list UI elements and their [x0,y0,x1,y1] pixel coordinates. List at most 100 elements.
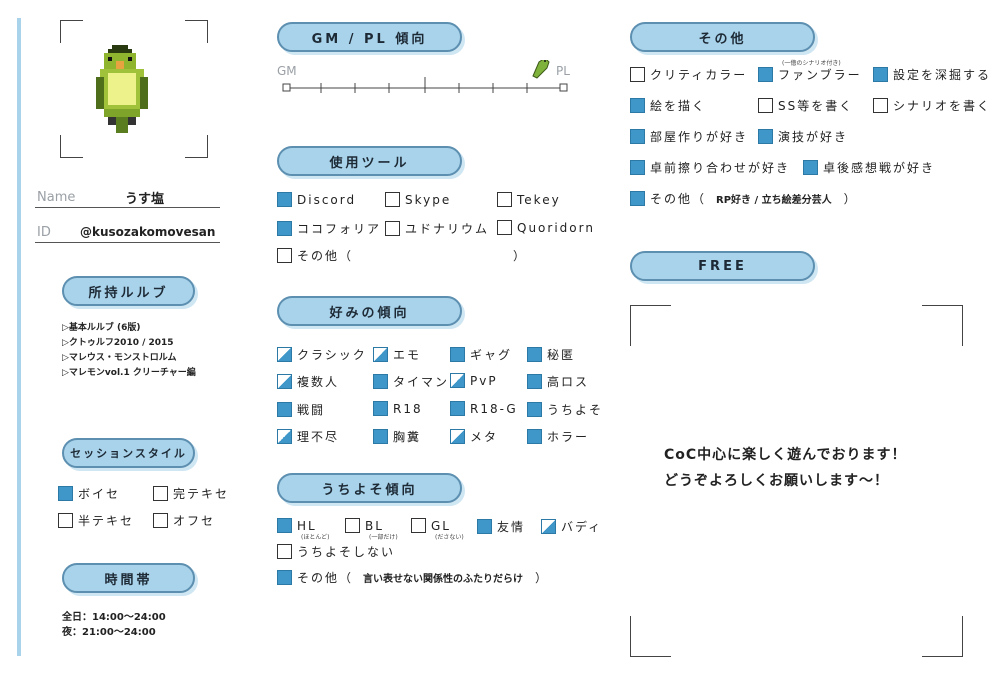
likes-item[interactable]: クラシック [277,346,367,363]
checkbox[interactable] [277,429,292,444]
frame-corner [60,135,83,158]
other-item[interactable]: 卓前擦り合わせが好き [630,159,790,176]
other-item[interactable]: ファンブラー(一億のシナリオ付き) [758,60,862,83]
likes-item[interactable]: 戦闘 [277,401,325,418]
checkbox[interactable] [527,347,542,362]
checkbox[interactable] [873,98,888,113]
likes-item[interactable]: 理不尽 [277,428,339,445]
likes-item[interactable]: ホラー [527,428,589,445]
checkbox[interactable] [541,519,556,534]
uchiyoso-item[interactable]: うちよそしない [277,543,395,560]
likes-item[interactable]: タイマン [373,373,449,390]
checkbox[interactable] [758,98,773,113]
tools-item[interactable]: ココフォリア [277,220,381,237]
checkbox[interactable] [153,513,168,528]
other-item[interactable]: クリティカラー [630,66,747,83]
checkbox[interactable] [630,191,645,206]
checkbox[interactable] [630,129,645,144]
checkbox[interactable] [497,192,512,207]
likes-item[interactable]: R18-G [450,401,518,416]
other-item[interactable]: 演技が好き [758,128,848,145]
uchiyoso-item-label: BL [365,518,384,533]
other-item[interactable]: SS等を書く [758,97,853,114]
checkbox[interactable] [58,513,73,528]
checkbox[interactable] [153,486,168,501]
tools-item[interactable]: Skype [385,192,451,207]
session-item[interactable]: 半テキセ [58,512,134,529]
checkbox[interactable] [277,347,292,362]
other-item[interactable]: その他（RP好き / 立ち絵差分芸人） [630,190,858,207]
other-item[interactable]: 部屋作りが好き [630,128,748,145]
likes-item[interactable]: 胸糞 [373,428,421,445]
other-item[interactable]: 設定を深掘する [873,66,991,83]
checkbox[interactable] [630,98,645,113]
likes-item[interactable]: 秘匿 [527,346,575,363]
uchiyoso-item[interactable]: HL(ほとんど) [277,518,330,541]
checkbox[interactable] [373,374,388,389]
likes-item-label: R18-G [470,401,518,416]
uchiyoso-item[interactable]: バディ [541,518,602,535]
checkbox[interactable] [411,518,426,533]
uchiyoso-item[interactable]: 友情 [477,518,525,535]
likes-item[interactable]: 高ロス [527,373,589,390]
other-item-label: 卓前擦り合わせが好き [650,161,791,175]
free-heading: FREE [630,251,815,281]
other-item[interactable]: 卓後感想戦が好き [803,159,935,176]
checkbox[interactable] [630,67,645,82]
likes-item-label: R18 [393,401,423,416]
checkbox[interactable] [450,429,465,444]
session-item[interactable]: オフセ [153,512,215,529]
checkbox[interactable] [873,67,888,82]
checkbox[interactable] [450,401,465,416]
free-text: CoC中心に楽しく遊んでおります！ どうぞよろしくお願いします〜！ [664,442,906,494]
checkbox[interactable] [277,192,292,207]
likes-item[interactable]: 複数人 [277,373,339,390]
checkbox[interactable] [277,518,292,533]
likes-item[interactable]: R18 [373,401,423,416]
checkbox[interactable] [450,373,465,388]
checkbox[interactable] [277,374,292,389]
checkbox[interactable] [58,486,73,501]
tools-item[interactable]: Quoridorn [497,220,595,235]
checkbox[interactable] [758,129,773,144]
likes-item[interactable]: エモ [373,346,421,363]
checkbox[interactable] [497,220,512,235]
other-item[interactable]: 絵を描く [630,97,706,114]
checkbox[interactable] [277,402,292,417]
uchiyoso-item[interactable]: BL(一部だけ) [345,518,398,541]
checkbox[interactable] [277,221,292,236]
checkbox[interactable] [277,248,292,263]
likes-item[interactable]: うちよそ [527,401,603,418]
uchiyoso-item[interactable]: GL(ださない) [411,518,464,541]
checkbox[interactable] [527,402,542,417]
checkbox[interactable] [385,221,400,236]
session-item[interactable]: 完テキセ [153,485,229,502]
uchiyoso-item[interactable]: その他（言い表せない関係性のふたりだらけ） [277,569,549,586]
checkbox[interactable] [277,570,292,585]
checkbox[interactable] [373,401,388,416]
checkbox[interactable] [373,429,388,444]
likes-item[interactable]: ギャグ [450,346,512,363]
checkbox[interactable] [450,347,465,362]
tools-item[interactable]: Discord [277,192,356,207]
checkbox[interactable] [385,192,400,207]
checkbox[interactable] [373,347,388,362]
likes-item[interactable]: PvP [450,373,498,388]
checkbox[interactable] [630,160,645,175]
checkbox[interactable] [477,519,492,534]
tools-item[interactable]: Tekey [497,192,561,207]
checkbox[interactable] [803,160,818,175]
checkbox[interactable] [345,518,360,533]
checkbox[interactable] [527,429,542,444]
checkbox[interactable] [758,67,773,82]
tools-item[interactable]: その他（） [277,247,527,264]
session-item[interactable]: ボイセ [58,485,120,502]
likes-item[interactable]: メタ [450,428,498,445]
uchiyoso-item-sublabel: (一部だけ) [369,534,398,541]
tools-item[interactable]: ユドナリウム [385,220,489,237]
other-item-sublabel: (一億のシナリオ付き) [782,60,841,67]
checkbox[interactable] [527,374,542,389]
other-item[interactable]: シナリオを書く [873,97,991,114]
checkbox[interactable] [277,544,292,559]
uchiyoso-item-sublabel: (ださない) [435,534,464,541]
